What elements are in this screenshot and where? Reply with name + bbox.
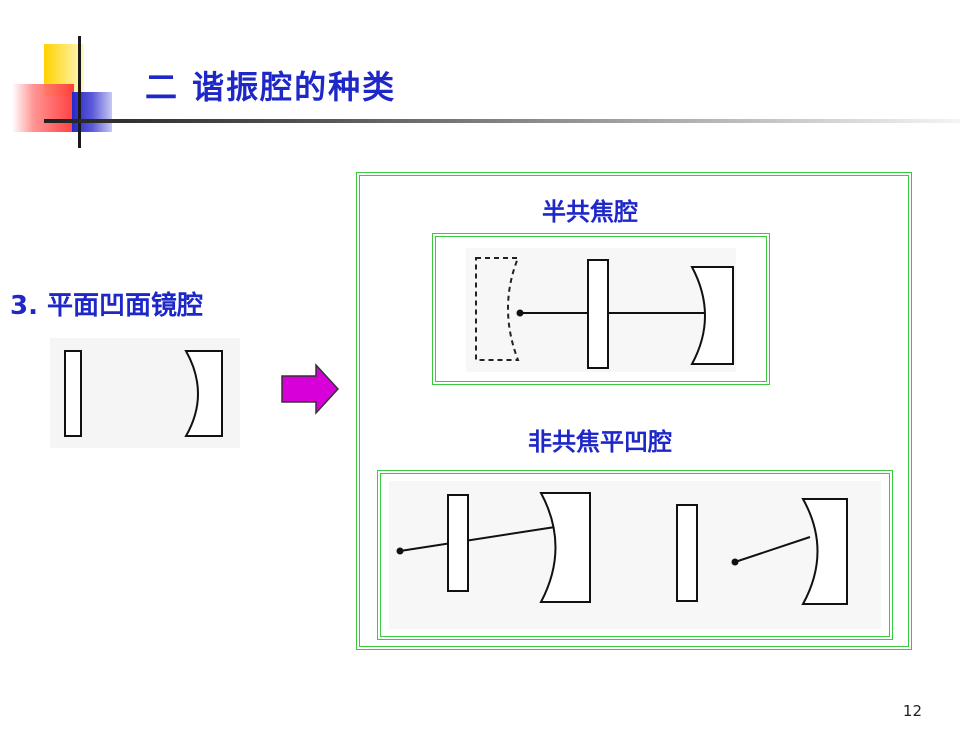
- slide-title: 二 谐振腔的种类: [145, 68, 397, 106]
- plano-concave-cavity-diagram: [50, 338, 240, 448]
- half-confocal-diagram: [466, 248, 736, 372]
- cavity-types-container: [356, 172, 912, 650]
- section-label: 3. 平面凹面镜腔: [10, 291, 204, 321]
- title-decoration-vertical-line: [78, 36, 81, 148]
- plane-mirror-shape: [64, 350, 82, 437]
- page-number: 12: [902, 702, 922, 720]
- title-decoration-red: [12, 84, 74, 132]
- nonconfocal-label: 非共焦平凹腔: [528, 428, 672, 456]
- half-confocal-concave-mirror: [690, 266, 734, 365]
- half-confocal-box: [432, 233, 770, 385]
- half-confocal-focus-point: [516, 309, 524, 317]
- nonconfocal-concave-mirror-2: [801, 498, 848, 605]
- dashed-virtual-mirror: [475, 257, 520, 361]
- nonconfocal-concave-mirror-1: [539, 492, 591, 603]
- half-confocal-label: 半共焦腔: [542, 198, 638, 226]
- nonconfocal-axis-1: [399, 526, 556, 552]
- title-underline: [44, 119, 960, 123]
- nonconfocal-background: [389, 481, 881, 629]
- nonconfocal-diagram: [389, 481, 881, 629]
- nonconfocal-box: [377, 470, 893, 640]
- concave-mirror-shape: [184, 350, 223, 437]
- half-confocal-plane-mirror: [587, 259, 609, 369]
- right-arrow-icon: [281, 363, 340, 415]
- nonconfocal-plane-mirror-2: [676, 504, 698, 602]
- nonconfocal-point-1: [396, 547, 404, 555]
- nonconfocal-point-2: [731, 558, 739, 566]
- nonconfocal-axis-2: [734, 536, 811, 563]
- nonconfocal-plane-mirror-1: [447, 494, 469, 592]
